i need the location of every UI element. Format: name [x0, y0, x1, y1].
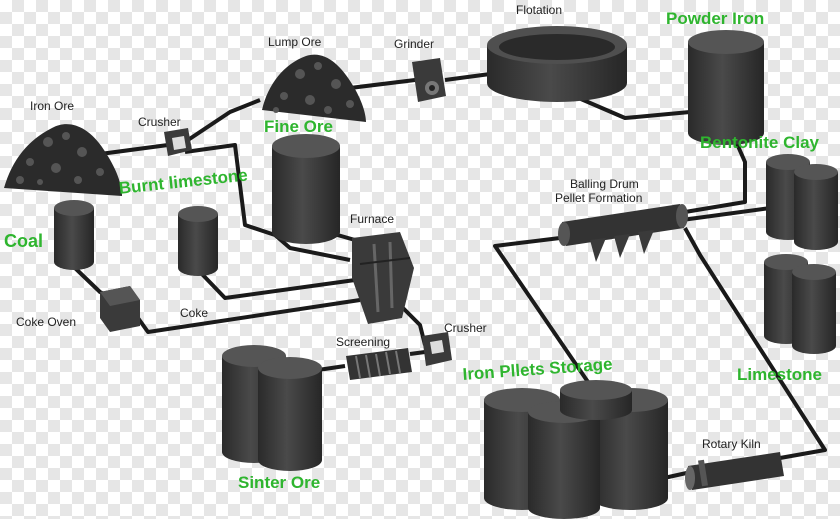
- pipe-cokeoven-furnace: [136, 298, 361, 334]
- label-iron-ore: Iron Ore: [30, 99, 75, 113]
- flotation-tank: [487, 26, 627, 102]
- label-coke: Coke: [180, 306, 209, 320]
- grinder-machine: [412, 58, 446, 102]
- label-crusher-top: Crusher: [138, 115, 181, 129]
- pipe-powderiron-drum: [684, 127, 747, 214]
- lump-ore-pile: [262, 54, 366, 122]
- label-flotation: Flotation: [516, 3, 563, 17]
- furnace-unit: [352, 232, 414, 324]
- rotary-kiln: [685, 452, 784, 490]
- screening-drum: [346, 348, 412, 380]
- pipe-crusher-lumpore: [186, 98, 261, 142]
- limestone-silos: [764, 254, 836, 354]
- label-coke-oven: Coke Oven: [16, 315, 77, 329]
- sinter-ore-silos: [222, 345, 322, 471]
- label-furnace: Furnace: [350, 212, 395, 226]
- powder-iron-silo: [688, 30, 764, 145]
- pipe-crusher-furnace: [184, 143, 351, 262]
- iron-pellets-storage-silos: [484, 380, 668, 519]
- label-crusher-bottom: Crusher: [444, 321, 487, 335]
- pipe-crusher-screening: [409, 350, 426, 356]
- fine-ore-silo: [272, 134, 340, 244]
- crusher-top: [164, 128, 192, 156]
- iron-ore-pile: [4, 124, 122, 196]
- label-coal: Coal: [4, 231, 44, 251]
- label-sinter-ore: Sinter Ore: [238, 473, 321, 492]
- pipe-limestone-furnace: [198, 270, 356, 300]
- pipe-kiln-limestone: [683, 227, 827, 460]
- label-pellet-formation: Pellet Formation: [555, 191, 643, 205]
- label-bentonite-clay: Bentonite Clay: [700, 133, 820, 152]
- label-screening: Screening: [336, 335, 391, 349]
- pipe-grinder-flotation: [444, 72, 491, 82]
- pipe-lumpore-grinder: [349, 78, 416, 90]
- label-rotary-kiln: Rotary Kiln: [702, 437, 761, 451]
- label-balling-drum: Balling Drum: [570, 177, 639, 191]
- pipe-screening-sinter: [317, 364, 346, 372]
- label-fine-ore: Fine Ore: [264, 117, 333, 136]
- bentonite-silos: [766, 154, 838, 250]
- burnt-limestone-silo: [178, 206, 218, 276]
- label-powder-iron: Powder Iron: [666, 9, 765, 28]
- pipe-drum-kiln: [493, 236, 701, 482]
- coal-silo: [54, 200, 94, 270]
- label-grinder: Grinder: [394, 37, 435, 51]
- label-limestone: Limestone: [737, 365, 823, 384]
- label-lump-ore: Lump Ore: [268, 35, 322, 49]
- crusher-bottom: [422, 332, 452, 366]
- balling-drum: [558, 204, 688, 262]
- coke-oven-box: [100, 286, 140, 332]
